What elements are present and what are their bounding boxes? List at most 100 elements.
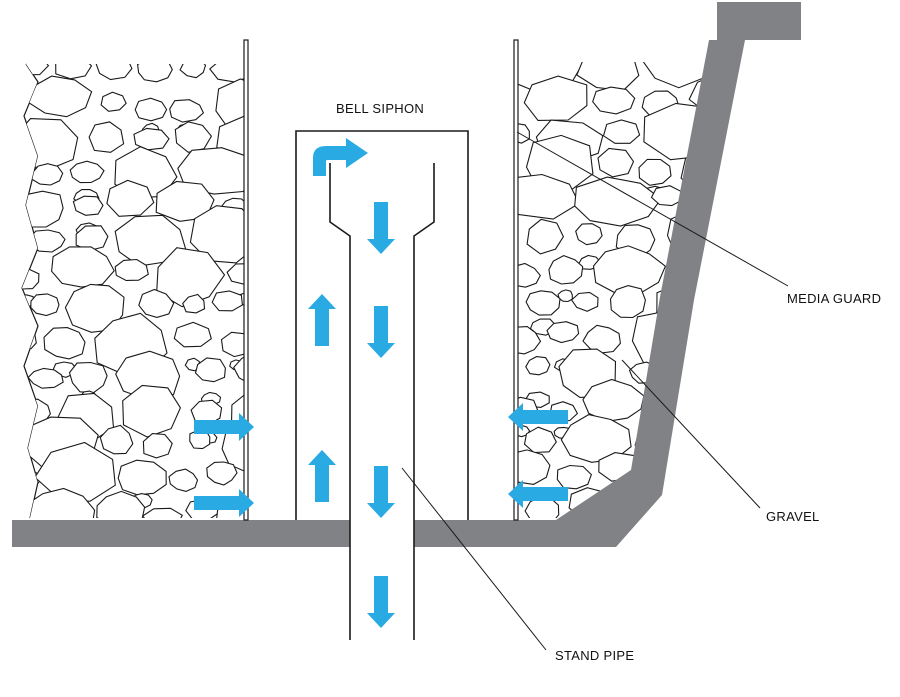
gravel-stone	[141, 507, 184, 518]
gravel-stone	[668, 407, 709, 462]
gravel-stone	[168, 468, 199, 492]
gravel-stone	[177, 147, 244, 195]
gravel-stone	[245, 455, 307, 506]
gravel-pebble	[267, 192, 283, 202]
gravel-stone	[106, 179, 155, 217]
gravel-stone	[138, 288, 175, 318]
gravel-stone	[524, 496, 560, 518]
gravel-stone	[701, 333, 709, 355]
gravel-stone	[259, 323, 300, 348]
bell-siphon-label: BELL SIPHON	[336, 101, 424, 116]
gravel-stone	[22, 64, 50, 76]
arrow-down-icon	[367, 466, 395, 518]
gravel-stone	[189, 205, 244, 264]
arrow-down-icon	[367, 306, 395, 358]
gravel-stone	[518, 449, 551, 485]
gravel-stone	[55, 64, 93, 80]
bent-arrow-icon	[313, 138, 368, 176]
gravel-stone	[687, 449, 709, 504]
gravel-pebble	[262, 223, 281, 240]
gravel-stone	[68, 361, 108, 394]
gravel-stone	[51, 246, 115, 288]
gravel-stone	[642, 62, 709, 89]
gravel-stone	[22, 268, 40, 290]
flow-arrows	[194, 138, 568, 628]
gravel-stone	[117, 459, 167, 496]
gravel-stone	[22, 118, 79, 172]
gravel-stone	[114, 258, 149, 282]
gravel-stone	[609, 285, 646, 319]
arrow-up-icon	[308, 294, 336, 346]
gravel-stone	[96, 490, 146, 518]
gravel-stone	[99, 424, 134, 455]
gravel-stone	[548, 254, 584, 285]
gravel-stone	[597, 147, 635, 178]
arrow-left-icon	[508, 480, 568, 508]
gravel-stone	[582, 324, 621, 354]
gravel-stone	[518, 262, 541, 288]
gravel-pebble	[557, 289, 573, 303]
gravel-stone	[715, 244, 770, 296]
gravel-stone	[100, 91, 127, 112]
gravel-pebble	[269, 360, 289, 376]
leader-media-guard	[516, 131, 789, 287]
gravel-stone	[523, 426, 557, 454]
gravel-stone	[576, 62, 640, 91]
media-guard-label: MEDIA GUARD	[787, 291, 881, 306]
gravel-pebble	[705, 354, 709, 368]
gravel-stone	[602, 119, 641, 144]
leader-lines	[401, 131, 789, 651]
gravel-stone	[251, 45, 314, 83]
gravel-stone	[69, 160, 105, 184]
gravel-stone	[254, 196, 293, 227]
grow-bed-wall	[12, 2, 801, 547]
gravel-stone	[156, 247, 226, 308]
arrow-left-icon	[508, 403, 568, 431]
gravel-label: GRAVEL	[766, 509, 820, 524]
leader-gravel	[621, 359, 761, 509]
gravel-stone	[254, 165, 295, 190]
arrow-up-icon	[308, 450, 336, 502]
arrow-right-icon	[194, 413, 254, 441]
gravel-stone	[169, 99, 205, 123]
gravel-stone	[179, 64, 207, 79]
gravel-pebble	[184, 357, 201, 372]
gravel-stone	[230, 386, 244, 443]
gravel-stone	[22, 332, 37, 350]
gravel-left	[21, 45, 314, 519]
gravel-stone	[88, 121, 125, 153]
gravel-stone	[575, 223, 603, 246]
gravel-stone	[574, 176, 662, 227]
gravel-stone	[592, 86, 636, 115]
gravel-stone	[233, 351, 244, 384]
gravel-stone	[211, 290, 243, 312]
gravel-stone	[134, 97, 168, 122]
gravel-stone	[638, 158, 672, 186]
gravel-stone	[209, 64, 244, 83]
gravel-stone	[246, 290, 283, 317]
gravel-stone	[194, 357, 226, 383]
gravel-stone	[43, 327, 86, 360]
gravel-stone	[717, 375, 784, 424]
arrow-right-icon	[194, 489, 254, 517]
stand-pipe	[329, 163, 435, 640]
gravel-stone	[570, 291, 599, 312]
gravel-stone	[221, 422, 244, 474]
gravel-stone	[30, 293, 60, 317]
gravel-stone	[122, 384, 182, 438]
stand-pipe-label: STAND PIPE	[555, 648, 634, 663]
gravel-stone	[133, 127, 170, 151]
gravel-stone	[72, 195, 104, 216]
gravel-stone	[546, 321, 580, 344]
gravel-stone	[137, 64, 173, 83]
gravel-stone	[22, 190, 64, 228]
gravel-stone	[523, 75, 588, 121]
gravel-stone	[525, 290, 561, 316]
gravel-stone	[24, 487, 96, 518]
gravel-stone	[95, 64, 133, 81]
gravel-stone	[206, 461, 238, 486]
gravel-stone	[220, 331, 244, 358]
gravel-stone	[142, 433, 173, 459]
gravel-pebble	[518, 424, 531, 438]
